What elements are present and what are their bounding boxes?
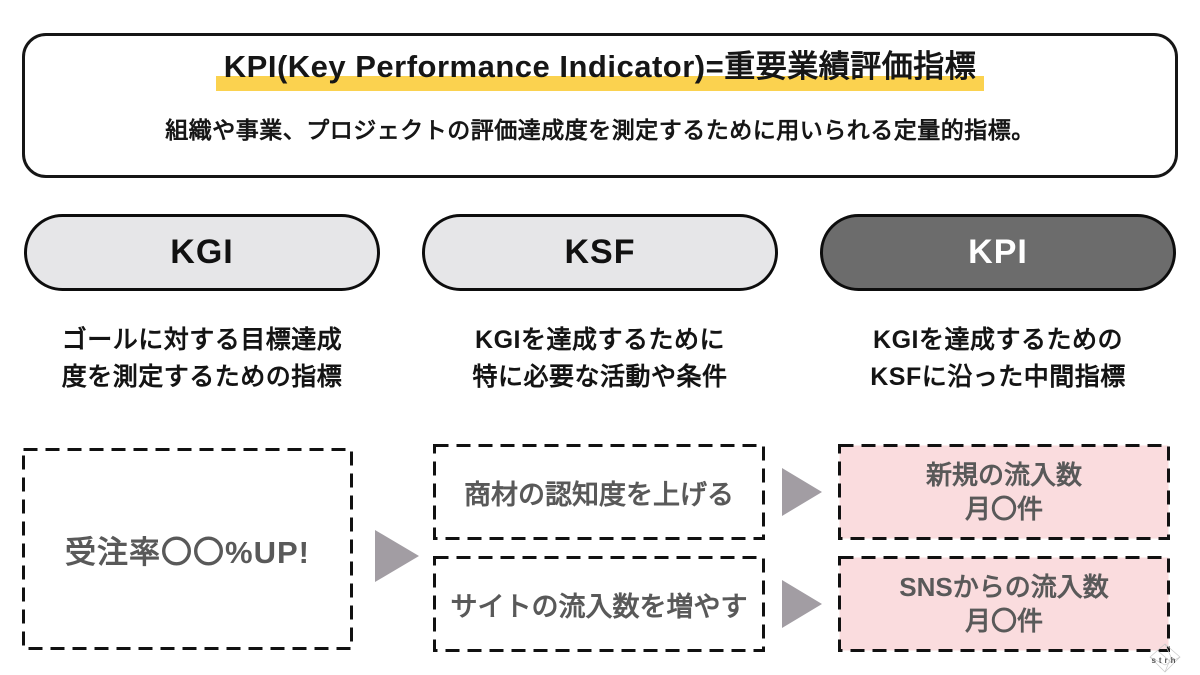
ksf-example-box-2: サイトの流入数を増やす [433, 556, 765, 652]
ksf-description-line1: KGIを達成するために [475, 326, 725, 354]
kpi-example-1-line2: 月〇件 [964, 494, 1043, 524]
kgi-example-label: 受注率〇〇%UP! [65, 534, 310, 570]
kgi-description-line2: 度を測定するための指標 [61, 363, 343, 391]
page-title: KPI(Key Performance Indicator)=重要業績評価指標 [215, 47, 985, 91]
column-ksf: KSF KGIを達成するために 特に必要な活動や条件 [422, 214, 778, 396]
header-box: KPI(Key Performance Indicator)=重要業績評価指標 … [22, 33, 1178, 178]
ksf-example-box-1: 商材の認知度を上げる [433, 444, 765, 540]
arrow-right-icon [375, 530, 419, 582]
strh-logo-icon [1149, 643, 1181, 673]
kpi-example-2-line1: SNSからの流入数 [899, 572, 1109, 602]
dashed-border [22, 448, 353, 650]
column-kpi: KPI KGIを達成するための KSFに沿った中間指標 [820, 214, 1176, 396]
kgi-pill: KGI [24, 214, 380, 291]
column-kgi: KGI ゴールに対する目標達成 度を測定するための指標 [24, 214, 380, 396]
kpi-example-label-1: 新規の流入数 月〇件 [926, 458, 1082, 526]
kgi-example-box: 受注率〇〇%UP! [22, 448, 353, 650]
kpi-pill: KPI [820, 214, 1176, 291]
kpi-example-label-2: SNSからの流入数 月〇件 [899, 570, 1108, 638]
ksf-example-label-2: サイトの流入数を増やす [450, 591, 748, 622]
kpi-example-1-line1: 新規の流入数 [925, 460, 1082, 490]
page-subtitle: 組織や事業、プロジェクトの評価達成度を測定するために用いられる定量的指標。 [165, 117, 1035, 143]
kgi-description: ゴールに対する目標達成 度を測定するための指標 [24, 322, 380, 396]
ksf-description: KGIを達成するために 特に必要な活動や条件 [422, 322, 778, 396]
kpi-example-2-line2: 月〇件 [964, 606, 1043, 636]
arrow-right-icon [782, 468, 822, 516]
ksf-pill: KSF [422, 214, 778, 291]
kpi-description: KGIを達成するための KSFに沿った中間指標 [820, 322, 1176, 396]
kpi-example-box-2: SNSからの流入数 月〇件 [838, 556, 1170, 652]
kpi-description-line1: KGIを達成するための [873, 326, 1123, 354]
arrow-right-icon [782, 580, 822, 628]
dashed-border [838, 444, 1170, 540]
kpi-description-line2: KSFに沿った中間指標 [870, 363, 1126, 391]
strh-logo: strh [1138, 643, 1192, 673]
dashed-border [838, 556, 1170, 652]
strh-logo-text: strh [1151, 656, 1179, 665]
kgi-description-line1: ゴールに対する目標達成 [61, 326, 343, 354]
dashed-border [433, 556, 765, 652]
kpi-example-box-1: 新規の流入数 月〇件 [838, 444, 1170, 540]
ksf-description-line2: 特に必要な活動や条件 [472, 363, 728, 391]
ksf-example-label-1: 商材の認知度を上げる [464, 479, 734, 510]
dashed-border [433, 444, 765, 540]
